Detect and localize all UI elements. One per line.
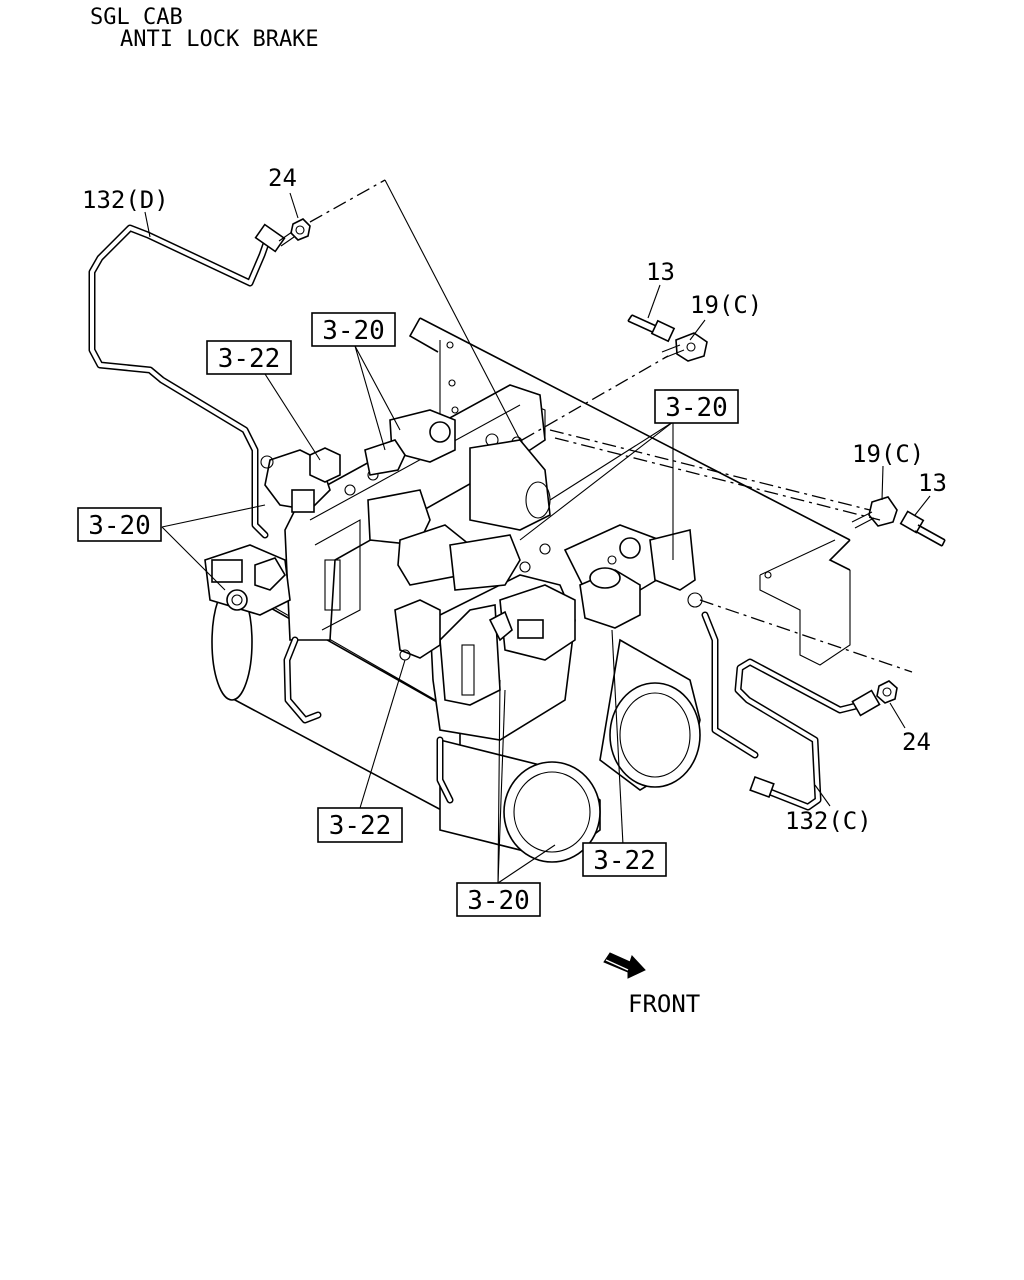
pipe-132-c [436, 611, 881, 811]
ref-3-20-left-text: 3-20 [88, 511, 151, 541]
frame-rail [408, 317, 851, 666]
ref-3-22-bottom-right[interactable]: 3-22 [582, 842, 667, 877]
front-arrow-icon [603, 952, 646, 979]
ref-3-20-left[interactable]: 3-20 [77, 507, 162, 542]
dash-lines [309, 179, 913, 673]
label-13-top: 13 [646, 258, 675, 286]
ref-3-22-bottom-left[interactable]: 3-22 [317, 807, 403, 843]
valve-assemblies [204, 409, 703, 661]
ref-3-22-bottom-left-text: 3-22 [329, 811, 392, 841]
ref-3-20-bottom[interactable]: 3-20 [456, 882, 541, 917]
nut-24-right-icon [876, 680, 898, 704]
label-132-c: 132(C) [785, 807, 872, 835]
label-24-right: 24 [902, 728, 931, 756]
connector-19c-right-icon [851, 496, 898, 529]
ref-3-20-top[interactable]: 3-20 [311, 312, 396, 347]
header-line-1: SGL CAB [90, 5, 183, 30]
front-label: FRONT [628, 990, 700, 1018]
label-19c-top: 19(C) [690, 291, 762, 319]
ref-3-20-right-text: 3-20 [665, 393, 728, 423]
ref-3-20-top-text: 3-20 [322, 316, 385, 346]
pipe-132-d [88, 223, 322, 724]
air-tanks [211, 583, 701, 863]
label-132-d: 132(D) [82, 186, 169, 214]
connector-19c-top-icon [661, 332, 708, 362]
ref-3-20-bottom-text: 3-20 [467, 886, 530, 916]
nut-24-top-icon [278, 218, 311, 247]
label-13-right: 13 [918, 469, 947, 497]
sensor-13-right-icon [899, 510, 946, 547]
label-24-top: 24 [268, 164, 297, 192]
leader-lines [144, 179, 931, 884]
ref-3-22-top-text: 3-22 [218, 344, 281, 374]
ref-3-22-bottom-right-text: 3-22 [593, 846, 656, 876]
ref-3-22-top[interactable]: 3-22 [206, 340, 292, 375]
header-line-2: ANTI LOCK BRAKE [120, 27, 319, 52]
ref-3-20-right[interactable]: 3-20 [654, 389, 739, 424]
sensor-13-top-icon [627, 314, 676, 343]
label-19c-right: 19(C) [852, 440, 924, 468]
